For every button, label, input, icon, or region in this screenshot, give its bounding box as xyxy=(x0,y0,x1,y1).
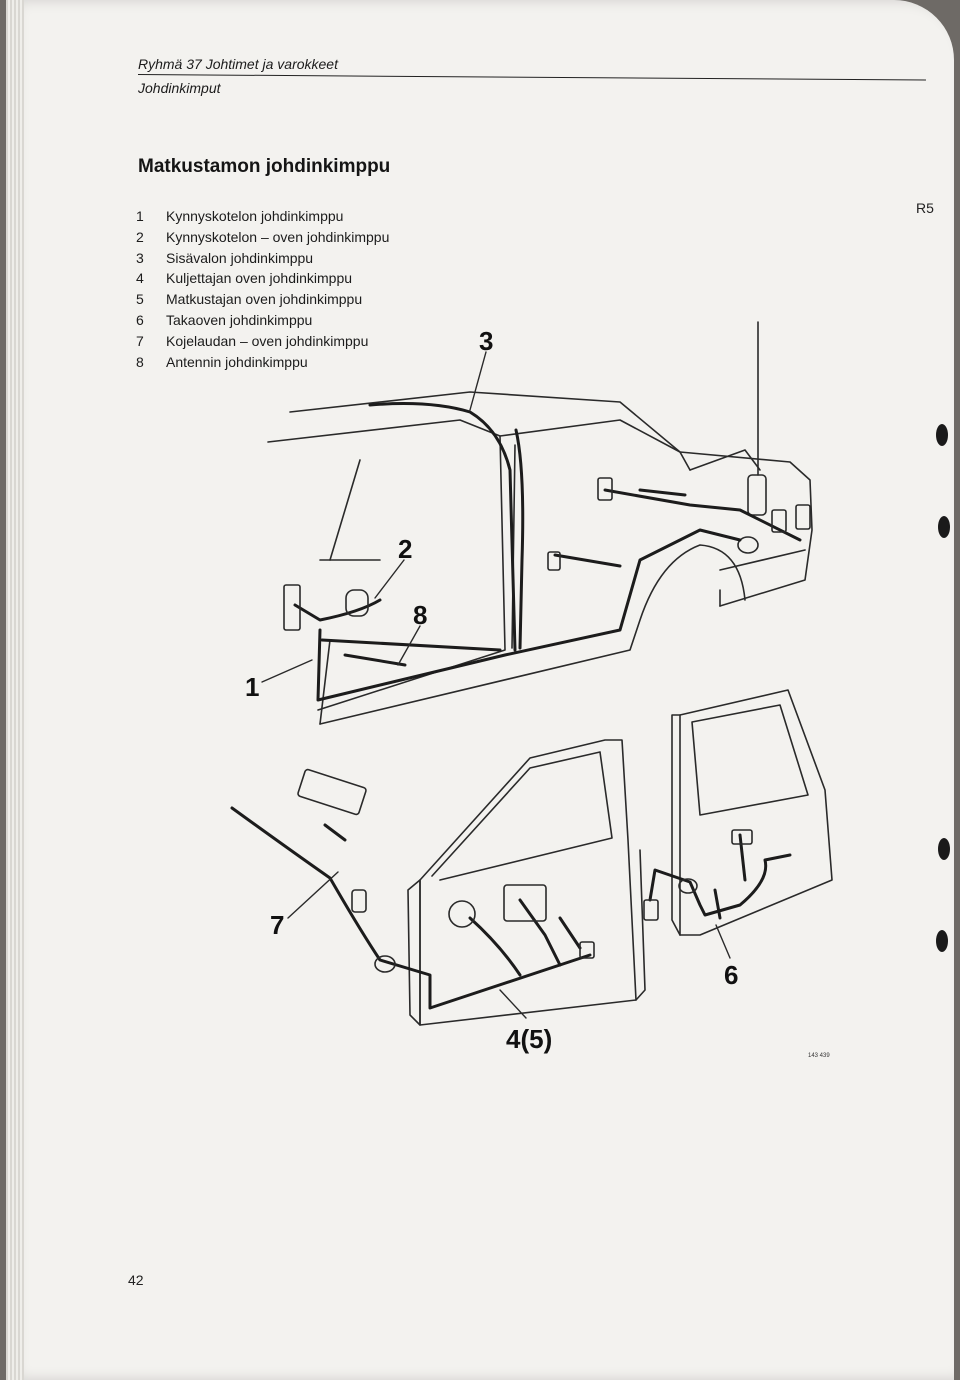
front-door-harness xyxy=(230,806,592,1010)
page-number: 42 xyxy=(128,1272,144,1288)
callout-8: 8 xyxy=(413,600,427,630)
callout-6: 6 xyxy=(724,960,738,990)
rear-door-harness xyxy=(648,833,792,920)
callout-4-5: 4(5) xyxy=(506,1024,552,1054)
binder-hole xyxy=(938,516,950,538)
binder-hole xyxy=(938,838,950,860)
antenna xyxy=(737,321,767,554)
binder-hole xyxy=(936,424,948,446)
callout-3: 3 xyxy=(479,326,493,356)
page-edge-stack xyxy=(6,0,24,1380)
callout-1: 1 xyxy=(245,672,259,702)
rear-door-connectors xyxy=(643,829,753,921)
figure-code: 143 439 xyxy=(808,1053,830,1059)
header-group-line: Ryhmä 37 Johtimet ja varokkeet xyxy=(138,56,338,72)
leader-lines xyxy=(261,351,731,1019)
section-code: R5 xyxy=(916,200,934,216)
page-title: Matkustamon johdinkimppu xyxy=(138,156,391,177)
connectors-car xyxy=(283,477,811,631)
binder-hole xyxy=(936,930,948,952)
header-subsection: Johdinkimput xyxy=(138,80,221,96)
callout-7: 7 xyxy=(270,910,284,940)
callout-2: 2 xyxy=(398,534,412,564)
car-body-outline xyxy=(267,391,813,725)
harness-lines xyxy=(293,402,802,702)
front-door-outline xyxy=(407,739,646,1026)
front-door-connectors xyxy=(297,768,595,973)
rear-door-outline xyxy=(671,689,833,936)
manual-page: Ryhmä 37 Johtimet ja varokkeet Johdinkim… xyxy=(6,0,954,1380)
